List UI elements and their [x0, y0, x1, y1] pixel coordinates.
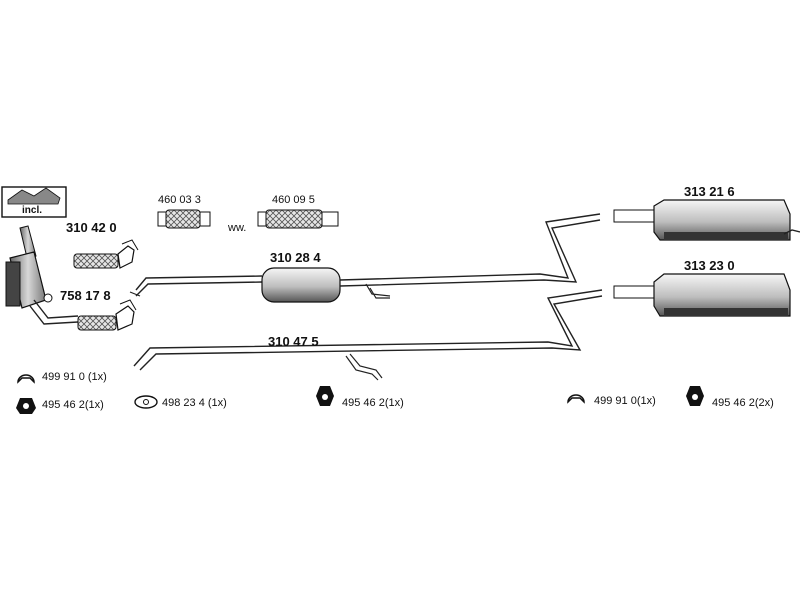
rear-muffler-313230: 313 23 0	[613, 258, 791, 317]
part-label-310420: 310 42 0	[66, 220, 117, 235]
svg-text:499 91 0 (1x): 499 91 0 (1x)	[42, 371, 107, 383]
rear-muffler-313216: 313 21 6	[613, 184, 800, 241]
part-label-313230: 313 23 0	[684, 258, 735, 273]
clamp-ring-icon	[567, 394, 585, 404]
svg-text:495 46 2(1x): 495 46 2(1x)	[342, 397, 404, 409]
pipe-310475: 310 47 5	[133, 289, 603, 381]
flex-pipe-460033: 460 03 3	[157, 194, 211, 229]
flex-pipe-758178: 758 17 8	[60, 288, 137, 331]
pipe-310284: 310 28 4	[129, 213, 601, 303]
part-label-313216: 313 21 6	[684, 184, 735, 199]
catalytic-converter	[5, 225, 79, 325]
part-label-460033: 460 03 3	[158, 194, 201, 206]
svg-text:495 46 2(1x): 495 46 2(1x)	[42, 399, 104, 411]
legend-item-2: 495 46 2(1x)	[16, 398, 104, 414]
clamp-ring-icon	[17, 374, 35, 384]
incl-kit-box: incl.	[1, 186, 67, 218]
part-label-758178: 758 17 8	[60, 288, 111, 303]
ww-label: ww.	[227, 222, 246, 234]
part-label-310284: 310 28 4	[270, 250, 321, 265]
legend-item-3: 498 23 4 (1x)	[134, 395, 227, 409]
flex-pipe-310420: 310 42 0	[66, 220, 139, 269]
svg-text:495 46 2(2x): 495 46 2(2x)	[712, 397, 774, 409]
legend-item-1: 499 91 0 (1x)	[17, 371, 107, 384]
svg-text:498 23 4 (1x): 498 23 4 (1x)	[162, 397, 227, 409]
flex-pipe-460095: 460 09 5	[257, 194, 339, 229]
svg-text:499 91 0(1x): 499 91 0(1x)	[594, 395, 656, 407]
part-label-460095: 460 09 5	[272, 194, 315, 206]
part-label-310475: 310 47 5	[268, 334, 319, 349]
legend-item-5: 499 91 0(1x)	[567, 394, 656, 407]
incl-label: incl.	[22, 205, 42, 216]
legend-item-4: 495 46 2(1x)	[316, 386, 404, 409]
legend-item-6: 495 46 2(2x)	[686, 386, 774, 409]
